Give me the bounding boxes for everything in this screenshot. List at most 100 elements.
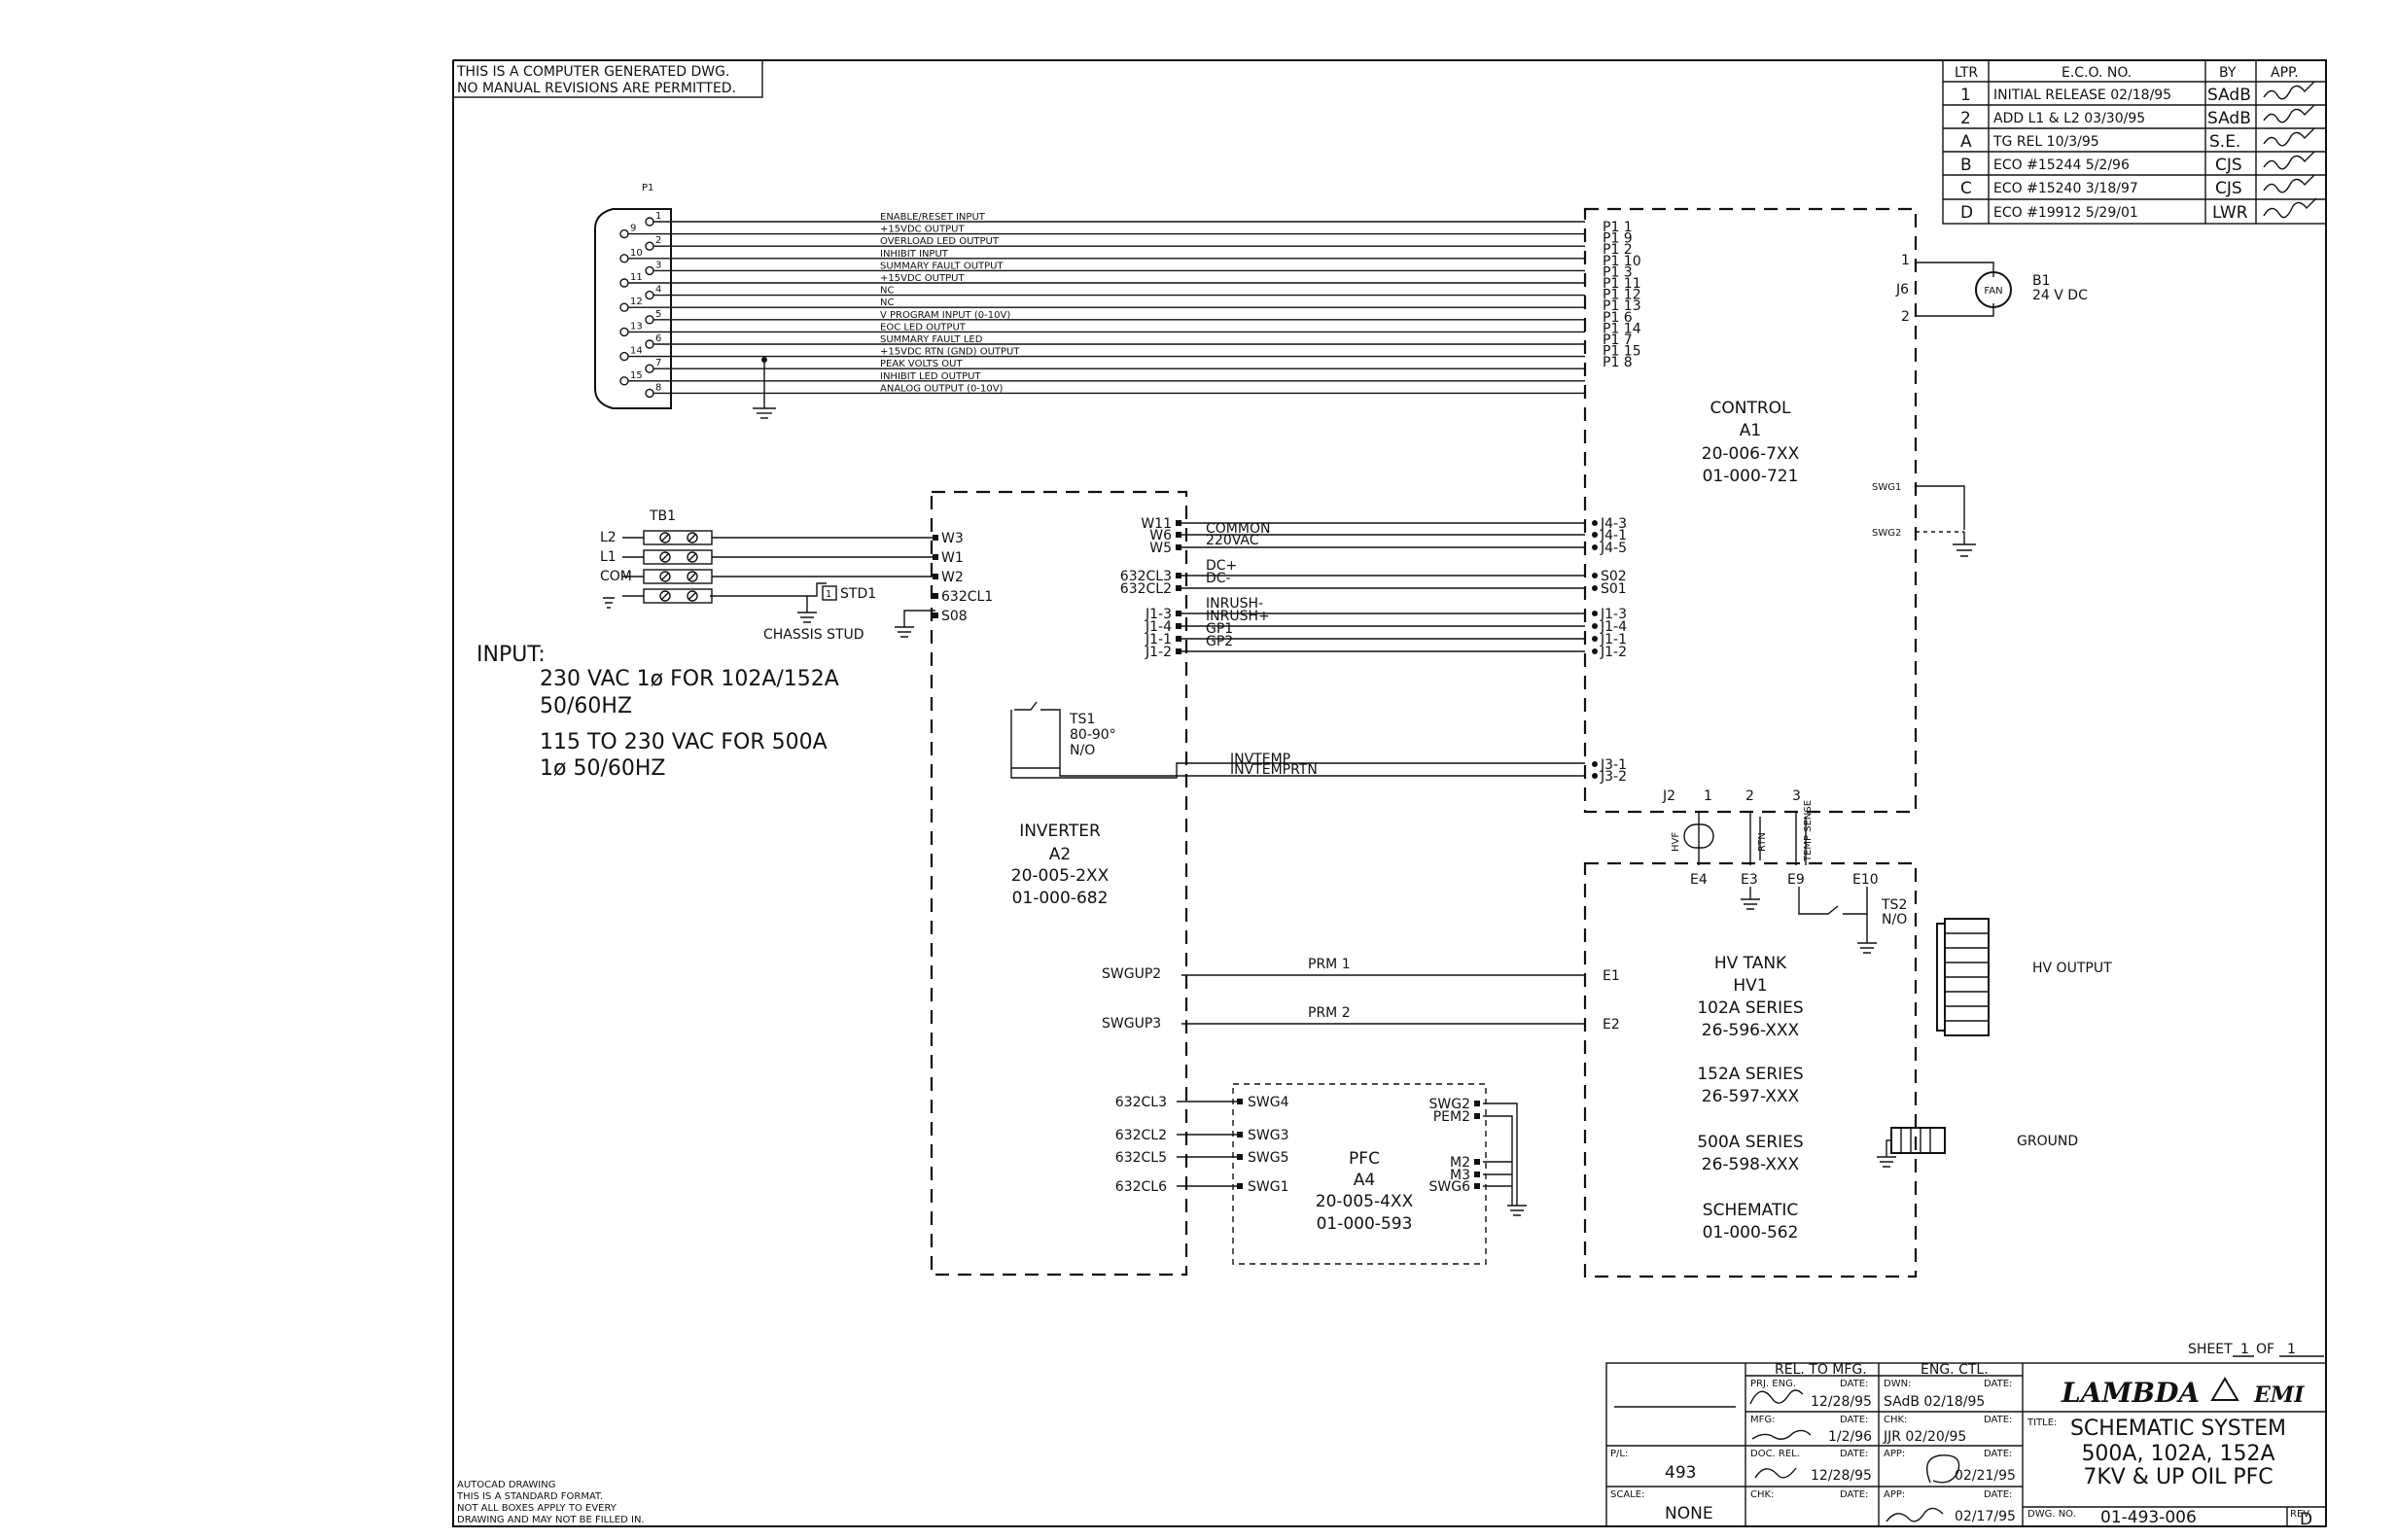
tb1-label-l1: L1 bbox=[600, 549, 617, 565]
pfc-right-terminal bbox=[1474, 1183, 1480, 1189]
p1-pin bbox=[645, 217, 654, 227]
inverter-ref: A2 bbox=[1049, 845, 1071, 864]
input-note-line-2: 50/60HZ bbox=[540, 694, 632, 718]
rev-row-2: 2 ADD L1 & L2 03/30/95 SAdB bbox=[1960, 109, 2251, 128]
inverter-cl-pin: 632CL6 bbox=[1115, 1179, 1167, 1195]
ts1-ref: TS1 bbox=[1069, 712, 1095, 727]
control-wire-terminal bbox=[1592, 623, 1598, 629]
p1-pin bbox=[645, 241, 654, 251]
tb1-ref: TB1 bbox=[649, 508, 676, 524]
inverter-left-pin: S08 bbox=[941, 609, 968, 624]
control-p1-pin: P1 2 bbox=[1603, 242, 1633, 258]
p1-signal-label: EOC LED OUTPUT bbox=[880, 322, 967, 332]
inverter-right-pin: 632CL3 bbox=[1120, 569, 1172, 584]
inverter-left-pin: W2 bbox=[941, 570, 964, 585]
inverter-wire-name: DC+ bbox=[1206, 558, 1237, 574]
pfc-right-terminal bbox=[1474, 1159, 1480, 1165]
p1-pin-number: 9 bbox=[630, 224, 636, 234]
hv-title: HV TANK bbox=[1714, 954, 1787, 973]
company-logo-2: EMI bbox=[2253, 1382, 2305, 1408]
inverter-right-pin: J1-4 bbox=[1145, 619, 1172, 635]
ts2-state: N/O bbox=[1882, 912, 1907, 928]
ts1-switch: TS1 80-90° N/O bbox=[1010, 701, 1585, 779]
control-wire-terminal bbox=[1592, 611, 1598, 616]
stud-num: 1 bbox=[826, 589, 831, 600]
p1-signal-label: PEAK VOLTS OUT bbox=[880, 359, 963, 369]
tb-eng-date: 02/21/95 bbox=[1955, 1468, 2016, 1484]
inverter-right-pin: W5 bbox=[1149, 541, 1172, 556]
control-wire-pin: J1-2 bbox=[1600, 645, 1627, 660]
tb-eng-ctl: ENG. CTL. bbox=[1921, 1362, 1989, 1378]
notice-box: THIS IS A COMPUTER GENERATED DWG. NO MAN… bbox=[452, 59, 763, 98]
pfc-terminal bbox=[1237, 1154, 1243, 1160]
inverter-wire-name: INVTEMPRTN bbox=[1230, 762, 1318, 778]
p1-pin-number: 2 bbox=[655, 235, 661, 246]
inverter-left-terminal bbox=[933, 612, 938, 618]
p1-signal-label: SUMMARY FAULT OUTPUT bbox=[880, 261, 1004, 271]
svg-text:DOC. REL.: DOC. REL. bbox=[1750, 1449, 1800, 1459]
hv-s2: 152A SERIES bbox=[1697, 1065, 1803, 1084]
p1-pin-number: 13 bbox=[630, 321, 643, 332]
tb-rel-mfg: REL. TO MFG. bbox=[1775, 1362, 1867, 1378]
p1-signal-label: INHIBIT INPUT bbox=[880, 249, 949, 260]
p1-signal-label: V PROGRAM INPUT (0-10V) bbox=[880, 310, 1010, 321]
swgup3-label: SWGUP3 bbox=[1102, 1016, 1161, 1032]
p1-pin bbox=[619, 351, 629, 362]
control-swg-terminals: SWG1 SWG2 bbox=[1872, 482, 1976, 557]
scale-label: SCALE: bbox=[1610, 1489, 1644, 1500]
hv-tank-block: E4 E3 E9 E10 TS2 N/O HV TANK HV1 102A SE… bbox=[1583, 861, 1918, 1278]
pfc-terminal bbox=[1237, 1099, 1243, 1104]
control-p1-pin: P1 1 bbox=[1603, 220, 1633, 235]
control-p1-pin: P1 12 bbox=[1603, 288, 1641, 303]
svg-text:THIS IS A STANDARD FORMAT.: THIS IS A STANDARD FORMAT. bbox=[456, 1491, 603, 1502]
inverter-right-terminal bbox=[1176, 585, 1181, 591]
input-note-title: INPUT: bbox=[476, 643, 546, 667]
control-p1-pin: P1 14 bbox=[1603, 321, 1641, 336]
ts1-temp: 80-90° bbox=[1070, 727, 1116, 743]
tb-dwn-val: SAdB 02/18/95 bbox=[1884, 1394, 1985, 1410]
inverter-cl-pin: 632CL3 bbox=[1115, 1095, 1167, 1110]
hv-sch: SCHEMATIC bbox=[1703, 1201, 1798, 1220]
pfc-ref: A4 bbox=[1354, 1171, 1375, 1190]
pfc-terminal bbox=[1237, 1183, 1243, 1189]
hv-e10: E10 bbox=[1852, 872, 1879, 888]
inverter-cl-pin: 632CL5 bbox=[1115, 1150, 1167, 1166]
p1-signal-label: SUMMARY FAULT LED bbox=[880, 334, 983, 345]
control-wire-terminal bbox=[1592, 585, 1598, 591]
svg-text:2: 2 bbox=[1960, 109, 1971, 128]
rev-row-1: 1 INITIAL RELEASE 02/18/95 SAdB bbox=[1960, 86, 2251, 105]
tb1-terminal bbox=[622, 549, 713, 565]
autocad-note: AUTOCAD DRAWING THIS IS A STANDARD FORMA… bbox=[456, 1480, 645, 1525]
control-wire-pin: J1-3 bbox=[1600, 607, 1627, 622]
hv-s3: 500A SERIES bbox=[1697, 1133, 1803, 1152]
p1-signal-label: +15VDC OUTPUT bbox=[880, 273, 965, 284]
title-label: TITLE: bbox=[2027, 1418, 2057, 1428]
rev-header-eco: E.C.O. NO. bbox=[2062, 65, 2132, 81]
input-note: INPUT: 230 VAC 1ø FOR 102A/152A 50/60HZ … bbox=[476, 643, 839, 781]
inverter-wire-name: INRUSH+ bbox=[1206, 609, 1270, 624]
control-wire-pin: S01 bbox=[1601, 581, 1627, 597]
svg-text:SWG1: SWG1 bbox=[1872, 482, 1901, 493]
inverter-left-pin: 632CL1 bbox=[941, 589, 993, 605]
pfc-pn1: 20-005-4XX bbox=[1316, 1192, 1414, 1211]
p1-pin bbox=[645, 364, 654, 373]
p1-pin bbox=[619, 254, 629, 263]
p1-signal-label: OVERLOAD LED OUTPUT bbox=[880, 236, 1000, 247]
control-wire-terminal bbox=[1592, 573, 1598, 578]
pfc-left-pin: SWG5 bbox=[1248, 1150, 1289, 1166]
p1-signal-bus bbox=[628, 221, 1585, 395]
svg-text:SWG2: SWG2 bbox=[1872, 528, 1901, 539]
pl-label: P/L: bbox=[1610, 1449, 1628, 1459]
chassis-stud-label: CHASSIS STUD bbox=[763, 627, 864, 643]
pfc-right-pin: M3 bbox=[1450, 1168, 1470, 1183]
j2-connector: J2 1 2 3 HVF RTN TEMP SENSE bbox=[1662, 788, 1814, 865]
p1-pin bbox=[645, 265, 654, 276]
inverter-wire-name: COMMON bbox=[1206, 521, 1270, 537]
p1-pin bbox=[645, 315, 654, 325]
p1-pin bbox=[619, 278, 629, 288]
control-wire-terminal bbox=[1592, 648, 1598, 654]
tb-d1: 12/28/95 bbox=[1811, 1394, 1872, 1410]
p1-pin bbox=[619, 228, 629, 239]
